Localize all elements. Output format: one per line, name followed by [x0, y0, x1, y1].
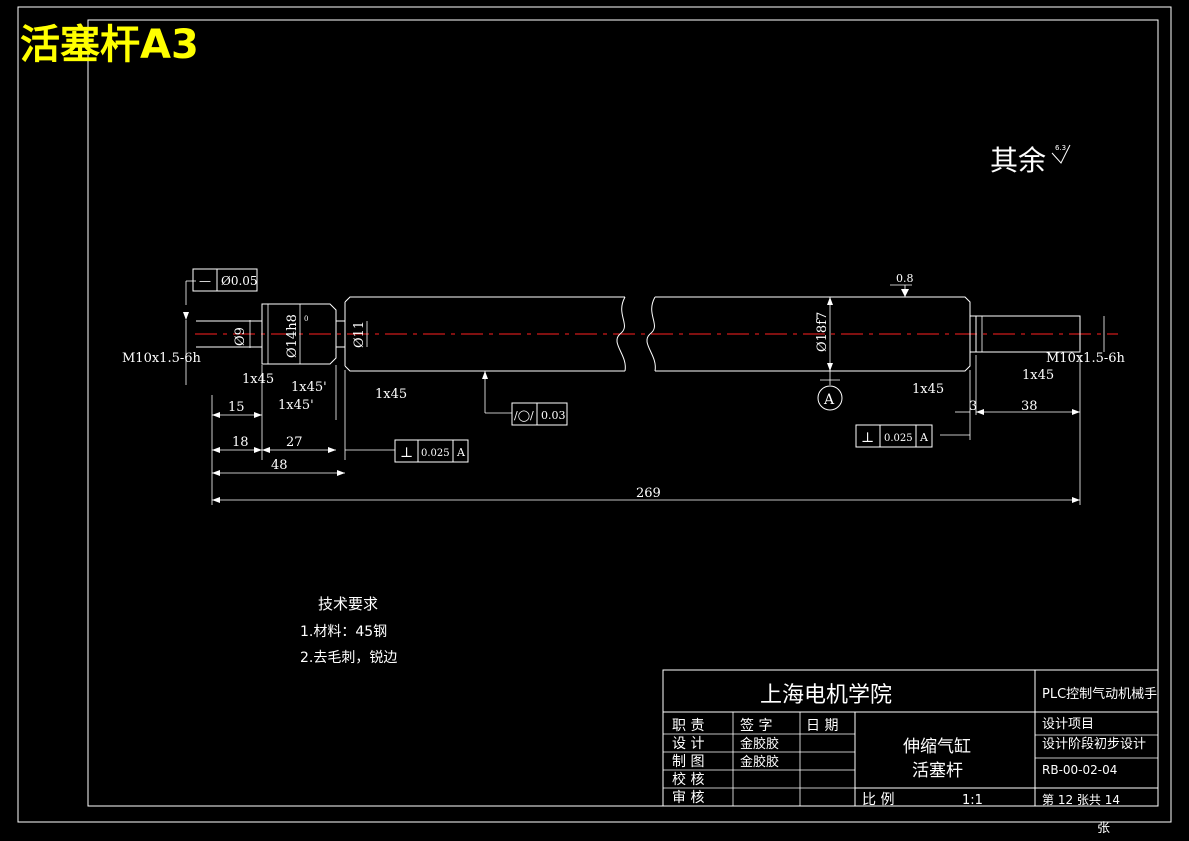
- dim-dia-11: Ø11: [352, 321, 367, 348]
- svg-text:⊥: ⊥: [400, 445, 413, 461]
- signer-2: 金胶胶: [740, 754, 779, 770]
- datum-label: A: [823, 392, 835, 408]
- design-item: 设计项目: [1042, 717, 1094, 732]
- date-0: 日 期: [806, 718, 838, 734]
- dim-chamfer-2: 1x45': [291, 380, 327, 395]
- drawing-number: RB-00-02-04: [1042, 763, 1117, 777]
- roughness-note-value: 6.3: [1055, 144, 1066, 152]
- dim-len-269: 269: [636, 486, 661, 501]
- svg-text:A: A: [919, 431, 929, 444]
- dim-chamfer-6: 1x45: [1022, 368, 1054, 383]
- sheet-info-tail: 张: [1097, 821, 1110, 836]
- dim-len-15: 15: [228, 400, 245, 415]
- dim-chamfer-5: 1x45: [912, 382, 944, 397]
- datum-circle: [817, 385, 843, 411]
- tolerance-perp-left: ⊥ 0.025 A: [394, 439, 469, 463]
- inner-frame: [87, 19, 1159, 807]
- tolerance-straightness: — Ø0.05: [192, 268, 258, 292]
- dim-thread-left: M10x1.5-6h: [122, 351, 202, 366]
- dim-chamfer-1: 1x45: [242, 372, 274, 387]
- svg-text:⊥: ⊥: [861, 430, 874, 446]
- dim-chamfer-4: 1x45: [375, 387, 407, 402]
- title-school: 上海电机学院: [760, 683, 892, 708]
- outer-frame: [17, 6, 1172, 823]
- dim-dia-18: Ø18f7: [815, 312, 830, 352]
- scale-label: 比 例: [862, 792, 894, 808]
- role-3: 校 核: [672, 771, 704, 788]
- dim-len-18: 18: [232, 435, 249, 450]
- svg-text:A: A: [456, 446, 466, 459]
- svg-text:0.025: 0.025: [884, 433, 913, 444]
- signer-0: 签 字: [740, 717, 772, 734]
- technical-requirements: 技术要求 1.材料：45钢 2.去毛刺，锐边: [300, 595, 397, 666]
- tolerance-perp-right: ⊥ 0.025 A: [855, 424, 933, 448]
- part-name-line2: 活塞杆: [912, 761, 963, 781]
- role-1: 设 计: [672, 736, 704, 752]
- role-2: 制 图: [672, 754, 704, 770]
- dim-len-27: 27: [286, 435, 303, 450]
- dim-dia-14-tol: 0: [304, 315, 308, 323]
- title-project: PLC控制气动机械手: [1042, 686, 1157, 702]
- sheet-info: 第 12 张共 14: [1042, 793, 1120, 807]
- svg-text:Ø0.05: Ø0.05: [221, 274, 258, 288]
- dim-len-3: 3: [969, 399, 977, 414]
- role-0: 职 责: [672, 718, 704, 734]
- part-name-line1: 伸缩气缸: [903, 736, 971, 757]
- scale-value: 1:1: [962, 793, 983, 808]
- tech-req-item-2: 2.去毛刺，锐边: [300, 650, 397, 666]
- signer-1: 金胶胶: [740, 736, 779, 752]
- svg-text:—: —: [199, 274, 211, 288]
- sheet-title: 活塞杆A3: [20, 22, 199, 68]
- roughness-note: 其余: [990, 144, 1046, 177]
- dim-len-48: 48: [271, 458, 288, 473]
- dim-chamfer-3: 1x45': [278, 398, 314, 413]
- design-stage: 设计阶段初步设计: [1042, 737, 1146, 752]
- svg-text:/◯/: /◯/: [514, 409, 534, 422]
- tech-req-item-1: 1.材料：45钢: [300, 624, 387, 640]
- tech-req-heading: 技术要求: [318, 595, 378, 613]
- role-4: 审 核: [672, 790, 704, 806]
- svg-text:0.025: 0.025: [421, 448, 450, 459]
- rod-outline: [196, 296, 1081, 372]
- dim-len-38: 38: [1021, 399, 1038, 414]
- dim-dia-14: Ø14h8: [285, 314, 300, 358]
- svg-text:0.03: 0.03: [541, 409, 566, 422]
- roughness-symbol-icon: [1051, 144, 1071, 164]
- dim-thread-right: M10x1.5-6h: [1046, 351, 1126, 366]
- arrowheads: [183, 289, 1080, 503]
- title-block: [662, 669, 1159, 807]
- dim-roughness-body: 0.8: [896, 272, 914, 285]
- dim-dia-9: Ø9: [233, 327, 248, 346]
- tolerance-cylindricity: /◯/ 0.03: [511, 402, 568, 426]
